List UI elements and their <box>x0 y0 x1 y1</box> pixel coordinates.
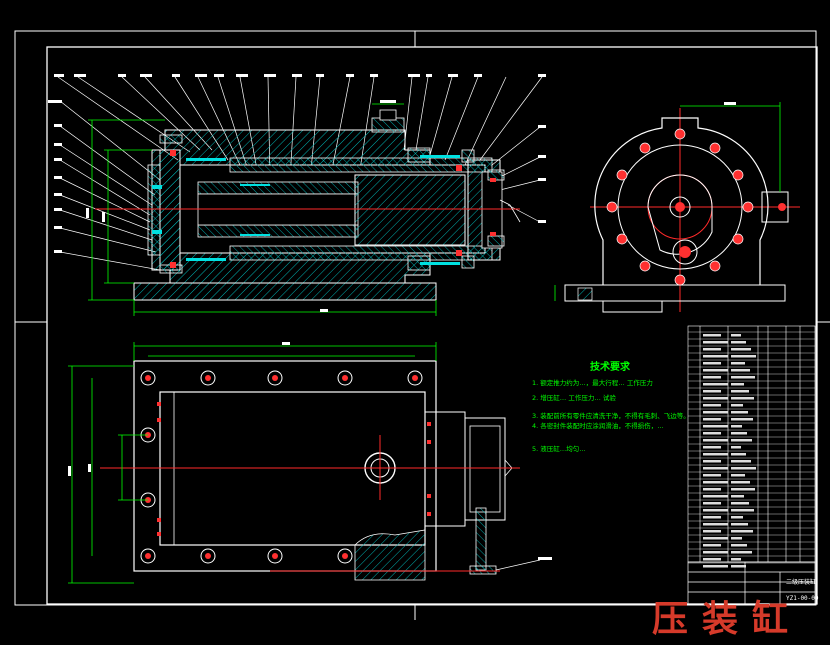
parts-list-cell-text <box>731 362 745 365</box>
parts-list-cell-text <box>731 537 742 540</box>
parts-list-cell-text <box>703 558 721 561</box>
parts-list-rows <box>688 331 815 568</box>
parts-list-cell-text <box>703 432 721 435</box>
parts-list-cell-text <box>703 523 728 526</box>
parts-list-cell-text <box>731 467 756 470</box>
parts-list-cell-text <box>703 425 728 428</box>
parts-list-cell-text <box>703 481 728 484</box>
parts-list-cell-text <box>731 544 747 547</box>
tech-note-5: 5. 液压缸…均匀… <box>532 444 586 453</box>
parts-list-cell-text <box>703 502 721 505</box>
parts-list-cell-text <box>731 558 741 561</box>
parts-list-cell-text <box>703 355 728 358</box>
parts-list-cell-text <box>703 495 728 498</box>
parts-list-cell-text <box>703 446 721 449</box>
parts-list-cell-text <box>731 348 751 351</box>
parts-list-cell-text <box>731 523 748 526</box>
parts-list-cell-text <box>731 383 744 386</box>
drawing-code: YZ1-00-00 <box>786 595 819 602</box>
watermark-stamp: 压装缸 <box>652 598 803 640</box>
parts-list-cell-text <box>703 530 721 533</box>
parts-list-cell-text <box>731 369 750 372</box>
side-view <box>554 102 800 313</box>
parts-list-cell-text <box>703 537 728 540</box>
tech-note-3: 3. 装配前所有零件应清洗干净，不得有毛刺、飞边等。 <box>532 411 690 420</box>
parts-list-cell-text <box>731 481 750 484</box>
parts-list-cell-text <box>703 348 721 351</box>
parts-list-cell-text <box>731 439 752 442</box>
front-section-view <box>48 74 546 316</box>
parts-list-cell-text <box>703 362 721 365</box>
parts-list-cell-text <box>731 551 752 554</box>
parts-list-cell-text <box>703 341 728 344</box>
parts-list-cell-text <box>731 502 749 505</box>
parts-list-cell-text <box>731 495 744 498</box>
parts-list-cell-text <box>731 453 746 456</box>
tech-note-2: 2. 增压缸… 工作压力… 试验 <box>532 393 616 402</box>
parts-list-cell-text <box>703 418 721 421</box>
parts-list-cell-text <box>731 397 754 400</box>
parts-list-cell-text <box>703 404 721 407</box>
parts-list-cell-text <box>703 516 721 519</box>
parts-list-cell-text <box>731 376 755 379</box>
parts-list-cell-text <box>731 425 742 428</box>
parts-list-cell-text <box>703 551 728 554</box>
parts-list-cell-text <box>703 565 728 568</box>
top-view <box>68 342 552 584</box>
drawing-name: 二级压装缸 <box>786 578 816 586</box>
parts-list-cell-text <box>703 509 728 512</box>
parts-list-cell-text <box>703 411 728 414</box>
parts-list-cell-text <box>731 488 755 491</box>
parts-list-cell-text <box>731 432 747 435</box>
parts-list-cell-text <box>703 397 728 400</box>
parts-list-cell-text <box>731 446 741 449</box>
parts-list-cell-text <box>703 460 721 463</box>
parts-list-cell-text <box>731 474 745 477</box>
parts-list-cell-text <box>703 488 721 491</box>
parts-list-cell-text <box>731 341 746 344</box>
parts-list-cell-text <box>703 439 728 442</box>
parts-list-cell-text <box>731 355 756 358</box>
parts-list-cell-text <box>703 453 728 456</box>
tech-notes-title: 技术要求 <box>590 360 631 373</box>
parts-list-cell-text <box>703 376 721 379</box>
parts-list-cell-text <box>731 565 746 568</box>
parts-list-cell-text <box>703 390 721 393</box>
title-block <box>687 561 816 605</box>
tech-note-1: 1. 额定推力约为…，最大行程… 工作压力 <box>532 378 653 387</box>
tech-note-4: 4. 各密封件装配时应涂润滑油，不得损伤，… <box>532 421 664 430</box>
parts-list-cell-text <box>703 383 728 386</box>
parts-list-cell-text <box>703 474 721 477</box>
technical-notes: 技术要求 1. 额定推力约为…，最大行程… 工作压力 2. 增压缸… 工作压力…… <box>532 360 690 453</box>
parts-list-cell-text <box>731 334 741 337</box>
parts-list-cell-text <box>731 460 751 463</box>
parts-list-cell-text <box>703 544 721 547</box>
parts-list-cell-text <box>731 509 754 512</box>
parts-list-cell-text <box>703 334 721 337</box>
parts-list-cell-text <box>731 411 748 414</box>
parts-list-cell-text <box>731 404 743 407</box>
drawing-frame <box>14 30 830 620</box>
parts-list-cell-text <box>703 369 728 372</box>
parts-list-cell-text <box>731 530 753 533</box>
parts-list-cell-text <box>731 418 753 421</box>
parts-list-cell-text <box>731 390 749 393</box>
parts-list-cell-text <box>703 467 728 470</box>
parts-list-cell-text <box>731 516 743 519</box>
